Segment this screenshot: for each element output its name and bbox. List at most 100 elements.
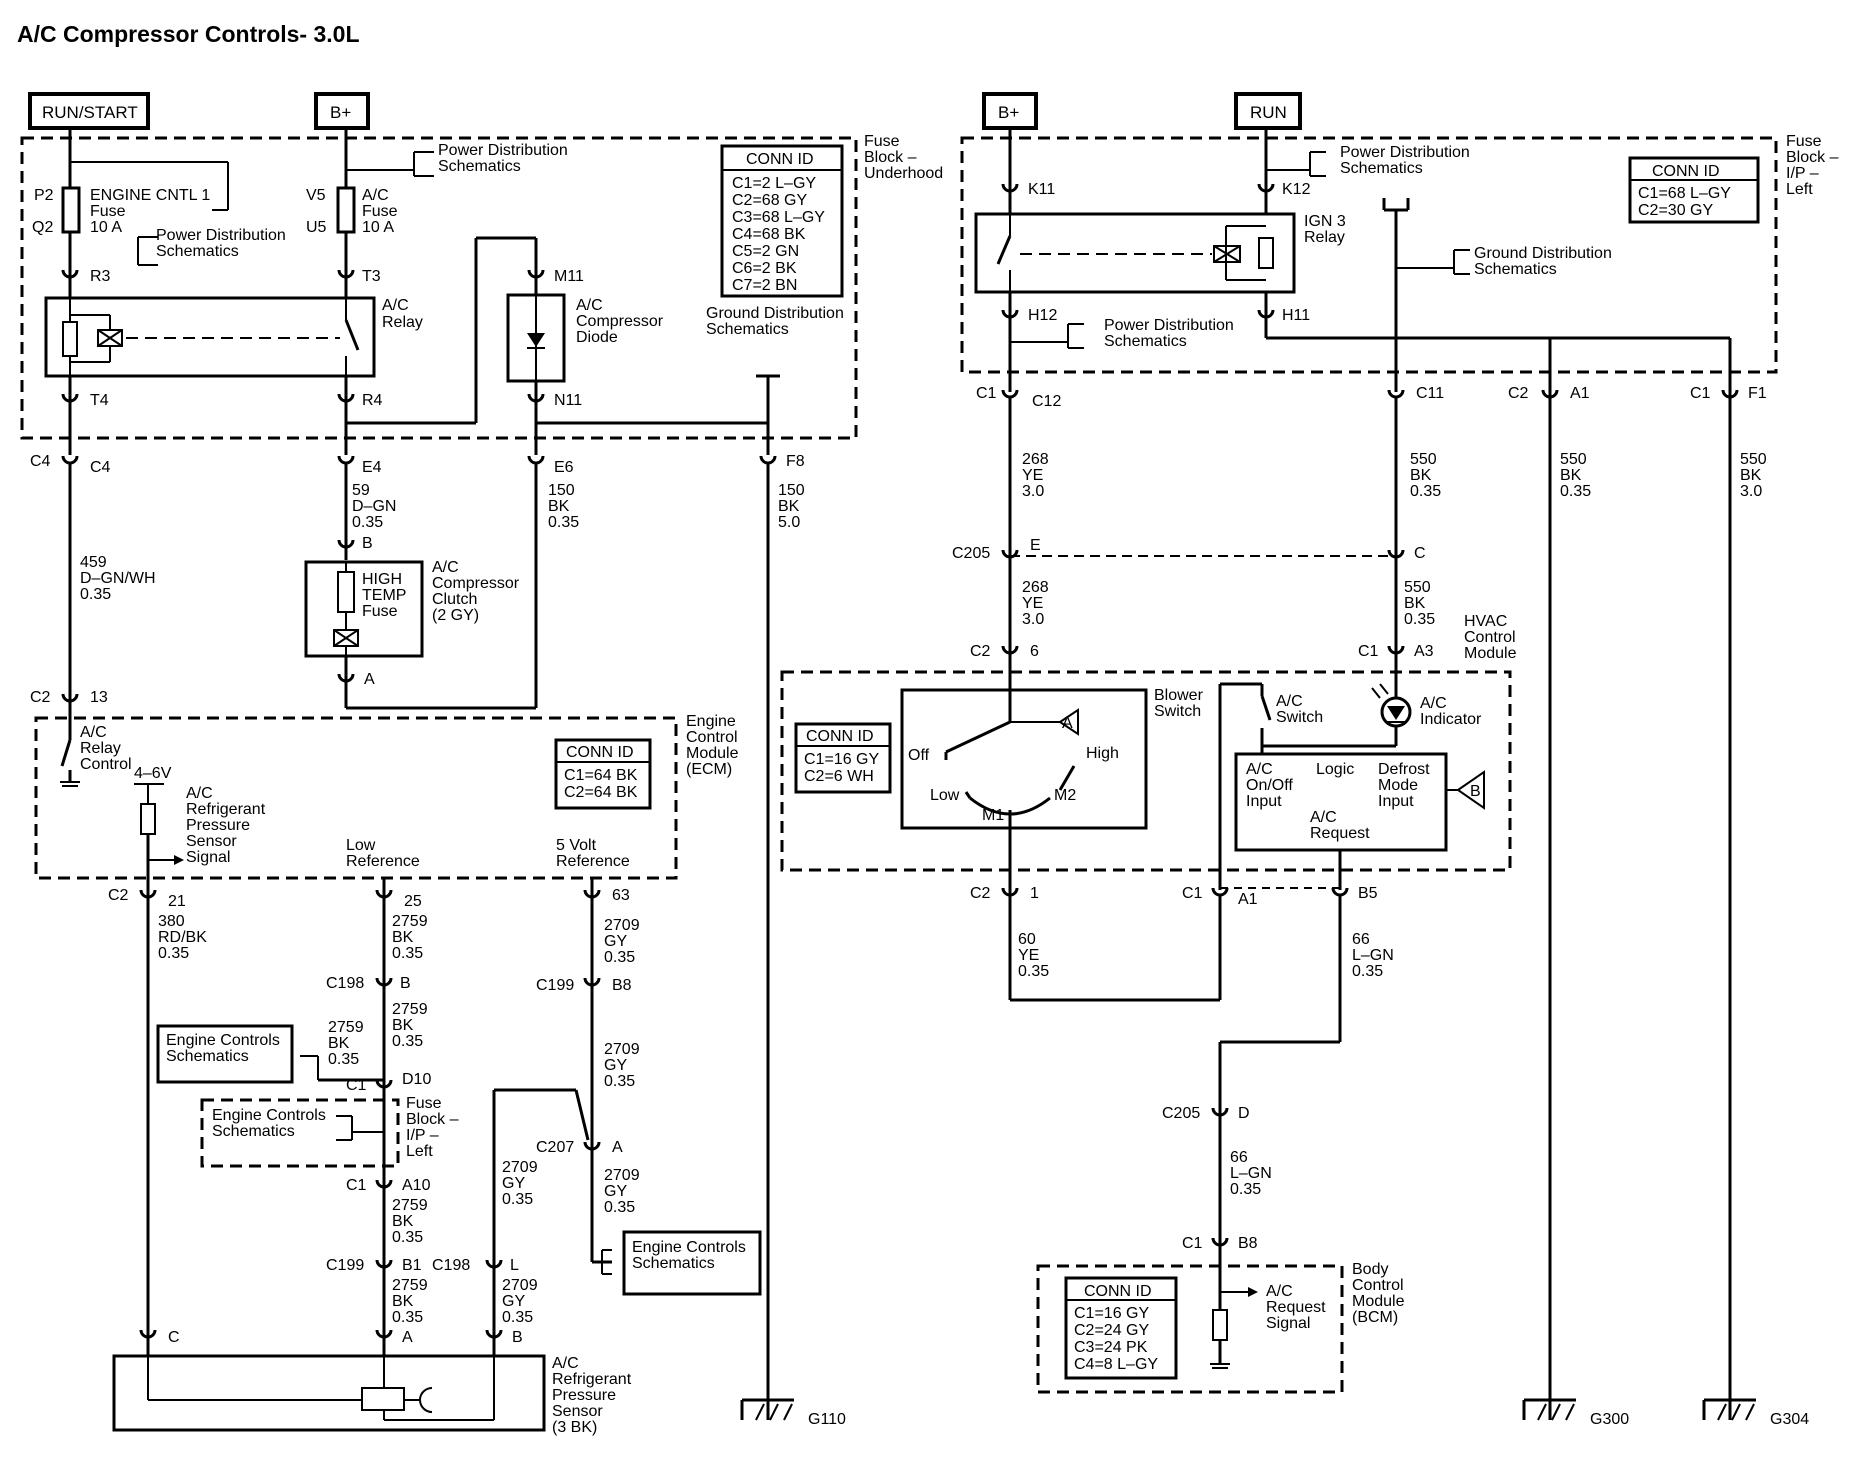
ac-request-signal-label: Signal (1266, 1315, 1310, 1332)
fuse-cavity-q2: Q2 (32, 219, 53, 236)
wire-2709-label: 0.35 (604, 1199, 635, 1216)
voltage-label: 4–6V (134, 765, 172, 782)
terminal-r3: R3 (90, 268, 111, 285)
fuse-block-ip-left-small: Fuse Block – I/P – Left (200, 1095, 459, 1168)
connector-c2: C2 (970, 643, 991, 660)
connector-c2: C2 (108, 887, 129, 904)
fuse-block-underhood-label-2: Block – (864, 149, 917, 166)
connector-pin-b: B (400, 975, 411, 992)
blower-switch-label: Blower (1154, 687, 1204, 704)
sensor-pin-a: A (402, 1329, 413, 1346)
wire-59-label: 0.35 (352, 514, 383, 531)
sensor-pin-b: B (512, 1329, 523, 1346)
wire-66-label: L–GN (1352, 947, 1394, 964)
wire-2709-label: GY (502, 1293, 525, 1310)
fuse-block-label: Block – (406, 1111, 459, 1128)
hvac-label: Control (1464, 629, 1516, 646)
sensor-signal-label: Pressure (186, 817, 250, 834)
wire-66-label: L–GN (1230, 1165, 1272, 1182)
connector-c198: C198 (326, 975, 364, 992)
wire-2709-label: 0.35 (604, 949, 635, 966)
wire-150-label: 150 (778, 482, 805, 499)
conn-id-title: CONN ID (806, 728, 874, 745)
connector-c198: C198 (432, 1257, 470, 1274)
conn-id-row: C1=64 BK (564, 767, 638, 784)
bcm-label: Control (1352, 1277, 1404, 1294)
ign3-relay: IGN 3 Relay (974, 212, 1346, 294)
wire-2759-label: 0.35 (392, 1309, 423, 1326)
underhood-fuse-block: Fuse Block – Underhood CONN ID C1=2 L–GY… (20, 128, 943, 455)
clutch-fuse-label: TEMP (362, 587, 406, 604)
ac-request-label: Request (1310, 825, 1370, 842)
ac-switch-label: A/C (1276, 693, 1303, 710)
ign3-label: IGN 3 (1304, 213, 1346, 230)
connector-b: B (362, 535, 373, 552)
sensor-pin-c: C (168, 1329, 180, 1346)
b-plus-label: B+ (998, 103, 1019, 122)
pds-label: Schematics (1340, 160, 1423, 177)
wire-2709-label: 2709 (604, 917, 640, 934)
wire-2759-label: BK (328, 1035, 350, 1052)
pin-25: 25 (404, 893, 422, 910)
engine-controls-schematics-box: Engine Controls Schematics (156, 1024, 294, 1084)
ip-fuse-block-label: I/P – (1786, 165, 1819, 182)
wire-380-label: RD/BK (158, 929, 207, 946)
onoff-input-label: On/Off (1246, 777, 1293, 794)
diode-label: Compressor (576, 313, 664, 330)
wire-2759-label: 2759 (392, 1277, 428, 1294)
connector-pin-b5: B5 (1358, 885, 1378, 902)
ac-fuse: V5 U5 A/C Fuse 10 A (306, 186, 398, 236)
wire-2759-label: 0.35 (392, 1033, 423, 1050)
pin-63: 63 (612, 887, 630, 904)
low-reference-label: Reference (346, 853, 420, 870)
wire-2759-label: BK (392, 1293, 414, 1310)
onoff-input-label: Input (1246, 793, 1282, 810)
connector-f8: F8 (786, 453, 805, 470)
ac-compressor-clutch: HIGH TEMP Fuse A/C Compressor Clutch (2 … (304, 559, 520, 658)
connector-c1: C1 (1182, 1235, 1203, 1252)
connector-c4: C4 (30, 453, 51, 470)
bcm-conn-id-table: CONN ID C1=16 GY C2=24 GY C3=24 PK C4=8 … (1064, 1276, 1178, 1380)
engine-controls-label: Engine Controls (632, 1239, 746, 1256)
terminal-r4: R4 (362, 392, 383, 409)
fuse-block-underhood-label-3: Underhood (864, 165, 943, 182)
connector-c1: C1 (976, 385, 997, 402)
m1-label: M1 (982, 807, 1004, 824)
wire-60-label: YE (1018, 947, 1039, 964)
terminal-k11: K11 (1028, 181, 1055, 198)
conn-id-row: C5=2 GN (732, 243, 799, 260)
conn-id-table: CONN ID C1=2 L–GY C2=68 GY C3=68 L–GY C4… (720, 144, 844, 298)
conn-id-row: C7=2 BN (732, 277, 797, 294)
connector-pin-c: C (1414, 545, 1426, 562)
hvac-label: Module (1464, 645, 1517, 662)
wire-150-label: BK (548, 498, 570, 515)
diode-label: A/C (576, 297, 603, 314)
connector-c12: C12 (1032, 393, 1061, 410)
engine-controls-label: Schematics (632, 1255, 715, 1272)
pds-label: Power Distribution (156, 227, 286, 244)
conn-id-row: C6=2 BK (732, 260, 797, 277)
connector-pin-b1: B1 (402, 1257, 422, 1274)
connector-c2: C2 (30, 689, 51, 706)
wire-550-label: BK (1410, 467, 1432, 484)
defrost-input-label: Mode (1378, 777, 1418, 794)
gds-label: Ground Distribution (1474, 245, 1612, 262)
wire-268-label: 268 (1022, 451, 1049, 468)
wire-2759-label: 0.35 (392, 945, 423, 962)
wire-150-label: 5.0 (778, 514, 800, 531)
wire-268-label: 268 (1022, 579, 1049, 596)
diagram-title: A/C Compressor Controls- 3.0L (17, 21, 360, 47)
wire-59-label: D–GN (352, 498, 396, 515)
diode-label: Diode (576, 329, 618, 346)
wire-459-label: 459 (80, 554, 107, 571)
connector-c205: C205 (952, 545, 990, 562)
terminal-t4: T4 (90, 392, 109, 409)
terminal-k12: K12 (1282, 181, 1311, 198)
connector-c2: C2 (970, 885, 991, 902)
wire-150-label: BK (778, 498, 800, 515)
engine-controls-label: Engine Controls (166, 1032, 280, 1049)
wire-550-label: 550 (1740, 451, 1767, 468)
connector-f1: F1 (1748, 385, 1767, 402)
sensor-label: Refrigerant (552, 1371, 632, 1388)
connector-pin-a3: A3 (1414, 643, 1434, 660)
